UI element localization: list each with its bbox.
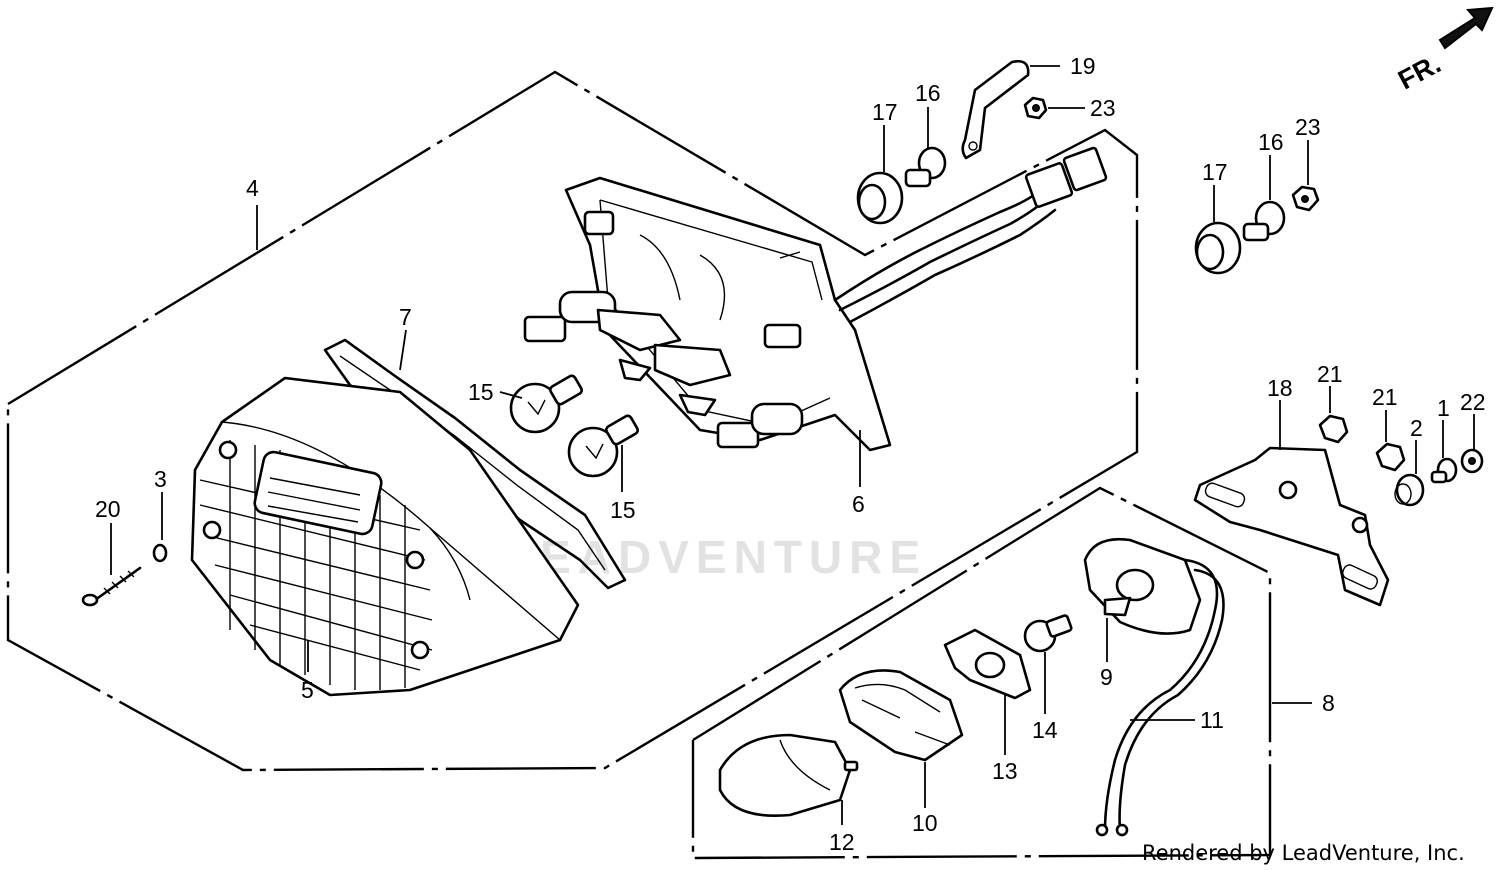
wire-part-11: [1095, 558, 1225, 837]
grommet-part-17: [856, 171, 904, 225]
callout-22: 22: [1460, 389, 1486, 415]
callout-3: 3: [154, 466, 167, 492]
nut-part-23: [1291, 185, 1320, 212]
direction-label: FR.: [1393, 48, 1445, 95]
callout-18: 18: [1267, 375, 1293, 401]
assembly-4-outline: [6, 70, 1139, 772]
callout-11: 11: [1200, 707, 1224, 733]
callout-13: 13: [992, 758, 1018, 784]
callout-4: 4: [246, 175, 259, 201]
callout-8: 8: [1322, 690, 1335, 716]
callout-2: 2: [1410, 415, 1423, 441]
bulb-socket: [716, 402, 804, 449]
callout-16: 16: [915, 80, 941, 106]
gasket-part-13: [943, 628, 1032, 700]
callout-5: 5: [301, 677, 314, 703]
bulb-part-15: [509, 374, 583, 434]
callout-10: 10: [912, 810, 938, 836]
callout-15: 15: [610, 497, 636, 523]
wire-harness: [833, 146, 1108, 324]
assembly-8-outline: [691, 486, 1272, 860]
bulb-part-14: [1023, 614, 1073, 653]
watermark-text: LEADVENTURE: [505, 531, 927, 583]
bulb-socket: [763, 323, 802, 349]
callout-16: 16: [1258, 129, 1284, 155]
lens-part-5: [190, 376, 580, 697]
reflector-part-10: [838, 669, 964, 762]
nut-part-21: [1375, 442, 1406, 472]
callout-21: 21: [1317, 361, 1343, 387]
credit-text: Rendered by LeadVenture, Inc.: [1142, 841, 1465, 865]
callout-15: 15: [468, 379, 494, 405]
front-direction-arrow-icon: FR.: [1393, 6, 1494, 95]
screw-part-20: [81, 566, 142, 607]
nut-part-23: [1023, 96, 1048, 120]
license-light-base-part-9: [1083, 537, 1202, 635]
lens-part-12: [718, 733, 859, 817]
callout-20: 20: [95, 496, 121, 522]
callout-23: 23: [1090, 95, 1116, 121]
bracket-part-19: [961, 60, 1030, 160]
collar-part-1: [1430, 457, 1458, 484]
callout-21: 21: [1372, 384, 1398, 410]
callout-7: 7: [399, 304, 412, 330]
taillight-housing-part-6: [523, 176, 892, 452]
callout-6: 6: [852, 491, 865, 517]
callout-23: 23: [1295, 114, 1321, 140]
callout-17: 17: [1202, 159, 1228, 185]
bracket-part-18: [1193, 446, 1390, 607]
nut-part-22: [1460, 448, 1484, 474]
grommet-part-17: [1194, 221, 1242, 275]
callout-19: 19: [1070, 53, 1096, 79]
bulb-part-15: [567, 414, 639, 478]
callout-9: 9: [1100, 664, 1113, 690]
callout-labels: 4 7 15 15 6 5 3 20 19 23 16 17 17 16 23 …: [95, 53, 1486, 855]
leader-lines: [110, 65, 1475, 825]
cushion-part-2: [1394, 473, 1425, 507]
nut-part-21: [1318, 414, 1349, 444]
washer-part-3: [152, 543, 168, 563]
callout-1: 1: [1437, 395, 1450, 421]
callout-14: 14: [1032, 717, 1058, 743]
callout-17: 17: [872, 99, 898, 125]
callout-12: 12: [829, 829, 855, 855]
collar-part-16: [1242, 200, 1286, 242]
collar-part-16: [904, 146, 947, 188]
